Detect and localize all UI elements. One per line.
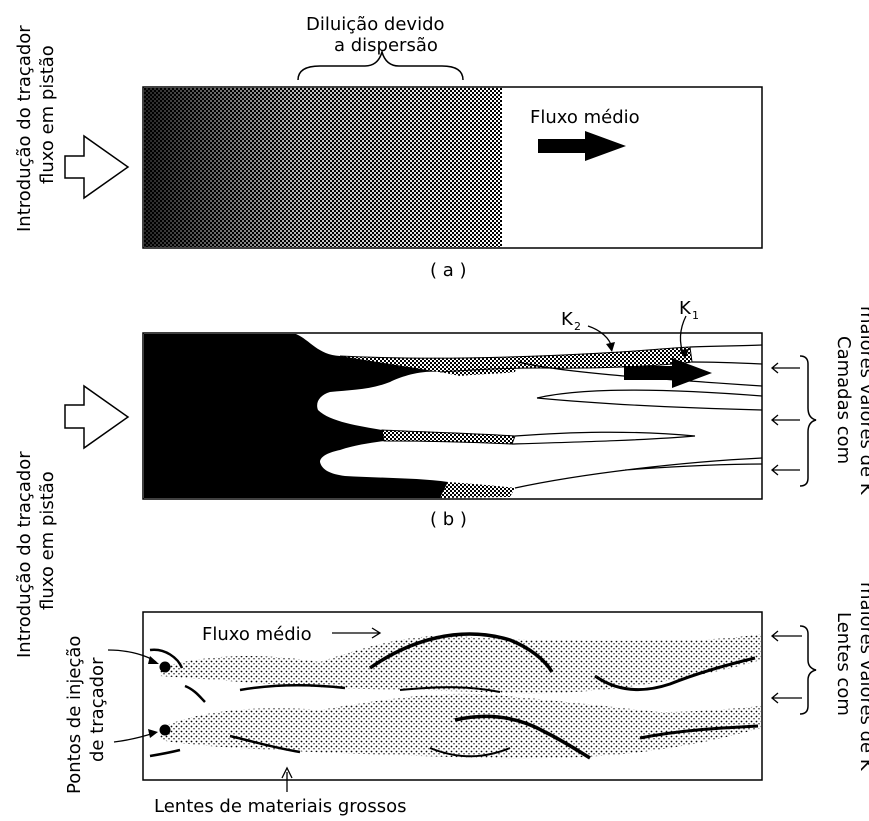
- tracer-front-solid: [144, 334, 448, 498]
- layer-outline-6: [514, 457, 763, 489]
- caption-a: ( a ): [430, 260, 467, 281]
- side-label-line2: de traçador: [87, 657, 108, 762]
- mean-flow-arrow-icon: [332, 627, 382, 639]
- panel-a: Introdução do traçador fluxo em pistão D…: [14, 14, 763, 281]
- side-label-line1: Introdução do traçador: [14, 25, 35, 232]
- plume-lower: [160, 693, 761, 759]
- layer-outline-3: [517, 361, 763, 387]
- coarse-lens-7: [429, 747, 511, 758]
- coarse-lens-11: [149, 748, 181, 758]
- bottom-label: Lentes de materiais grossos: [154, 796, 406, 817]
- dilution-brace: [297, 49, 464, 81]
- right-label-line1: Camadas com: [833, 336, 854, 464]
- k2-pointer-head: [606, 342, 615, 352]
- k2-label: K: [561, 309, 574, 330]
- k1-pointer-head: [680, 349, 689, 359]
- layer-outline-4: [536, 389, 763, 411]
- caption-b: ( b ): [430, 509, 467, 530]
- lenses-brace: [799, 625, 817, 715]
- k1-subscript: 1: [692, 309, 699, 322]
- panel-b: Introdução do traçador fluxo em pistão K…: [14, 298, 869, 658]
- side-label-line1: Introdução do traçador: [14, 451, 35, 658]
- injection-pointer-lower-head: [148, 729, 158, 738]
- panel-c-side-label: Pontos de injeção de traçador: [64, 636, 108, 794]
- lens-arrows: [770, 630, 802, 704]
- right-label-line1: Lentes com: [833, 612, 854, 716]
- k1-label: K: [679, 298, 692, 319]
- lens-pointer: [281, 766, 293, 792]
- side-label-line1: Pontos de injeção: [64, 636, 85, 794]
- right-label-line2: maiores valores de K: [856, 582, 869, 772]
- layer-high-k-1: [339, 346, 693, 373]
- panel-b-right-label: Camadas com maiores valores de K: [833, 306, 869, 496]
- right-label-line2: maiores valores de K: [856, 306, 869, 496]
- panel-c: Pontos de injeção de traçador Fluxo médi…: [64, 582, 869, 817]
- mean-flow-label: Fluxo médio: [202, 624, 312, 645]
- injection-pointer-upper-head: [148, 656, 159, 664]
- layer-outline-2: [691, 361, 763, 365]
- coarse-lens-3: [399, 686, 501, 693]
- coarse-lens-4: [594, 656, 756, 692]
- layer-outline-1: [689, 344, 763, 348]
- coarse-lens-8: [639, 724, 759, 740]
- layer-arrows: [770, 362, 800, 476]
- coarse-lens-10: [184, 684, 206, 703]
- flow-arrow-icon: [538, 131, 626, 161]
- inflow-arrow-icon: [64, 134, 130, 200]
- coarse-lens-2: [239, 683, 346, 692]
- dilution-label-line1: Diluição devido: [306, 14, 445, 35]
- injection-point-upper: [159, 661, 171, 673]
- side-label-line2: fluxo em pistão: [37, 471, 58, 610]
- layers-brace: [799, 355, 817, 487]
- coarse-lens-1: [368, 632, 554, 673]
- dilution-label-line2: a dispersão: [334, 35, 438, 56]
- tracer-density-shading: [144, 88, 502, 247]
- layer-outline-5: [511, 431, 696, 445]
- coarse-lens-9: [149, 648, 184, 669]
- panel-a-side-label: Introdução do traçador fluxo em pistão: [14, 25, 58, 232]
- panel-c-right-label: Lentes com maiores valores de K: [833, 582, 869, 772]
- mean-flow-label: Fluxo médio: [530, 107, 640, 128]
- inflow-arrow-icon: [64, 384, 130, 450]
- plume-upper: [160, 634, 761, 694]
- layer-high-k-3: [440, 482, 515, 498]
- k2-subscript: 2: [574, 320, 581, 333]
- side-label-line2: fluxo em pistão: [37, 45, 58, 184]
- flow-arrow-icon: [624, 358, 712, 388]
- injection-point-lower: [159, 724, 171, 736]
- coarse-lens-6: [229, 734, 301, 754]
- coarse-lens-5: [454, 714, 591, 760]
- panel-b-side-label: Introdução do traçador fluxo em pistão: [14, 451, 58, 658]
